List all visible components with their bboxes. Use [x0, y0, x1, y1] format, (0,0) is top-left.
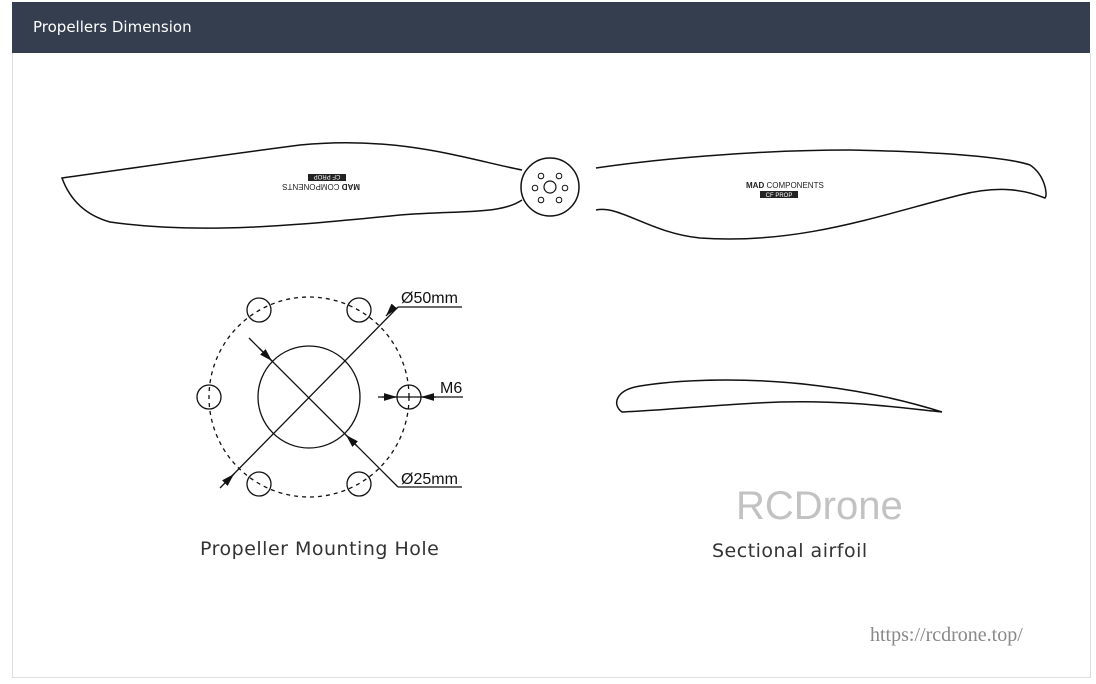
- svg-text:MAD COMPONENTS: MAD COMPONENTS: [282, 182, 360, 191]
- watermark: RCDrone: [736, 484, 903, 528]
- airfoil-section: [615, 379, 943, 413]
- svg-text:CF PROP: CF PROP: [314, 173, 341, 179]
- center-bore: [257, 345, 361, 449]
- svg-text:MAD COMPONENTS: MAD COMPONENTS: [746, 181, 824, 190]
- propeller-left-blade: [60, 141, 523, 229]
- propeller-drawing: [60, 141, 1047, 240]
- thread-label: M6: [440, 380, 462, 397]
- mount-hole: [246, 471, 272, 497]
- mount-hole: [246, 297, 272, 323]
- mounting-hole-diagram: [196, 296, 463, 498]
- inner-diameter-label: Ø25mm: [401, 471, 458, 488]
- mount-hole: [346, 471, 372, 497]
- source-url: https://rcdrone.top/: [870, 624, 1023, 646]
- mounting-caption: Propeller Mounting Hole: [200, 538, 440, 560]
- content-frame: [12, 53, 1091, 678]
- outer-diameter-label: Ø50mm: [401, 290, 458, 307]
- blade-logo-left: MAD COMPONENTS CF PROP: [282, 173, 360, 191]
- propeller-hub: [520, 157, 580, 217]
- propeller-right-blade: [595, 149, 1047, 240]
- mount-hole: [196, 384, 222, 410]
- blade-logo-right: MAD COMPONENTS CF PROP: [746, 181, 824, 199]
- mount-hole: [346, 297, 372, 323]
- svg-text:CF PROP: CF PROP: [766, 193, 793, 199]
- airfoil-caption: Sectional airfoil: [712, 540, 868, 562]
- title-bar: Propellers Dimension: [12, 2, 1090, 53]
- page-title: Propellers Dimension: [33, 18, 192, 36]
